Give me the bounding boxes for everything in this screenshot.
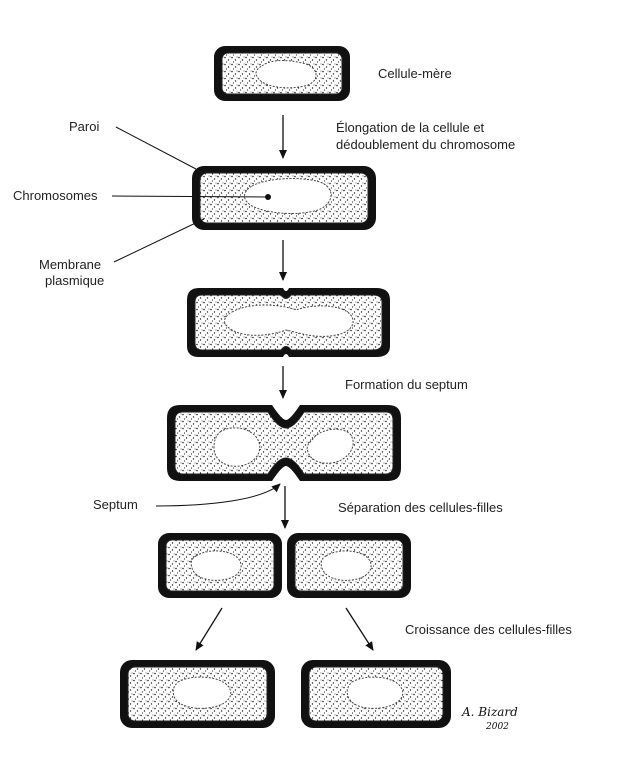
nucleoid bbox=[190, 550, 242, 581]
nucleoid-left bbox=[213, 427, 261, 467]
grown-daughter-right bbox=[301, 660, 451, 728]
nucleoid bbox=[224, 304, 354, 337]
arrow-5-left bbox=[195, 607, 223, 651]
label-elongation-line2: dédoublement du chromosome bbox=[336, 137, 516, 152]
label-chromosomes: Chromosomes bbox=[13, 188, 98, 203]
artist-signature: A. Bizard bbox=[462, 705, 518, 719]
label-membrane-line2: plasmique bbox=[45, 273, 105, 288]
chromosomes-leader bbox=[111, 195, 267, 198]
artist-signature-year: 2002 bbox=[486, 722, 509, 732]
grown-daughter-left bbox=[120, 660, 275, 728]
nucleoid bbox=[346, 676, 404, 709]
daughter-cell-left bbox=[158, 533, 282, 598]
elongated-cell bbox=[192, 166, 376, 230]
label-septum: Septum bbox=[93, 497, 138, 512]
daughter-cell-right bbox=[287, 533, 411, 598]
label-membrane-line1: Membrane bbox=[39, 257, 102, 272]
label-elongation-line1: Élongation de la cellule et bbox=[336, 120, 485, 135]
constricting-cell bbox=[187, 288, 390, 357]
label-daughter-growth: Croissance des cellules-filles bbox=[405, 622, 572, 637]
paroi-leader bbox=[115, 126, 197, 170]
membrane-leader bbox=[113, 218, 205, 263]
nucleoid bbox=[255, 60, 317, 89]
label-septum-formation: Formation du septum bbox=[345, 377, 468, 392]
nucleoid-right bbox=[306, 428, 354, 464]
nucleoid bbox=[320, 550, 372, 581]
label-wall: Paroi bbox=[69, 119, 100, 134]
label-daughter-separation: Séparation des cellules-filles bbox=[338, 500, 503, 515]
septum-leader bbox=[155, 483, 281, 507]
nucleoid bbox=[172, 676, 232, 709]
arrow-5-right bbox=[345, 607, 374, 651]
nucleoid bbox=[244, 178, 332, 214]
chromosome-dot bbox=[265, 194, 271, 200]
mother-cell bbox=[214, 46, 350, 101]
label-mother-cell: Cellule-mère bbox=[378, 66, 452, 81]
septum-cell bbox=[167, 405, 401, 481]
